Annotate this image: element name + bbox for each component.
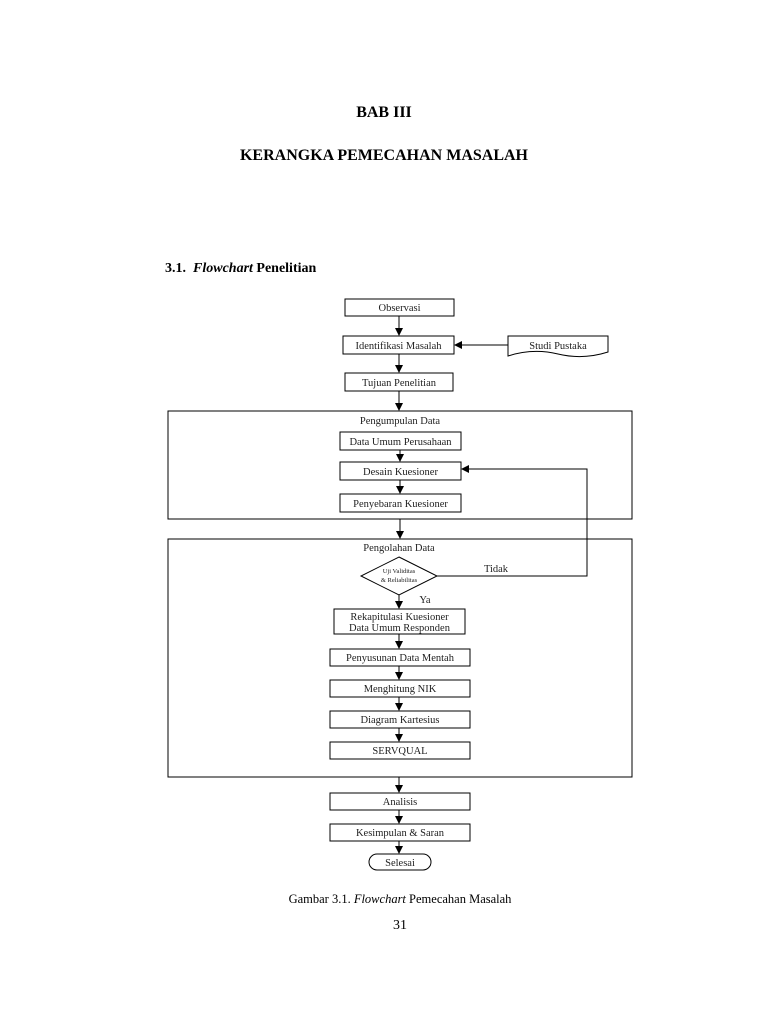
box-kesimpulan-saran xyxy=(329,823,471,842)
box-penyebaran-kuesioner xyxy=(339,493,462,513)
chapter-title: KERANGKA PEMECAHAN MASALAH xyxy=(239,147,528,164)
label-pengolahan-data: Pengolahan Data xyxy=(363,543,435,554)
label-analisis: Analisis xyxy=(383,797,417,808)
label-uji-line2: & Reliabilitas xyxy=(381,577,418,584)
label-diagram-kartesius: Diagram Kartesius xyxy=(360,715,439,726)
section-heading: 3.1. Flowchart Penelitian xyxy=(165,261,316,277)
label-ya: Ya xyxy=(419,595,431,606)
label-kesimpulan-saran: Kesimpulan & Saran xyxy=(356,828,445,839)
box-diagram-kartesius xyxy=(329,710,471,729)
figure-caption: Gambar 3.1. Flowchart Pemecahan Masalah xyxy=(0,892,768,907)
label-tidak: Tidak xyxy=(484,564,509,575)
arrow-tidak-loop xyxy=(437,465,588,577)
label-pengumpulan-data: Pengumpulan Data xyxy=(360,416,441,427)
section-title-rest: Penelitian xyxy=(256,261,317,276)
group-pengolahan-data xyxy=(167,538,633,778)
box-menghitung-nik xyxy=(329,679,471,698)
label-identifikasi-masalah: Identifikasi Masalah xyxy=(355,341,442,352)
label-rekap-line2: Data Umum Responden xyxy=(349,623,451,634)
label-selesai: Selesai xyxy=(385,858,415,869)
label-desain-kuesioner: Desain Kuesioner xyxy=(363,467,438,478)
chapter-number: BAB III xyxy=(356,104,412,121)
label-penyebaran-kuesioner: Penyebaran Kuesioner xyxy=(353,499,448,510)
doc-studi-pustaka xyxy=(507,335,609,358)
caption-prefix: Gambar 3.1. xyxy=(288,892,351,906)
box-analisis xyxy=(329,792,471,811)
diamond-uji-validitas xyxy=(359,556,439,596)
section-title-italic: Flowchart xyxy=(193,261,253,276)
caption-italic: Flowchart xyxy=(353,892,406,906)
section-number: 3.1. xyxy=(165,261,186,276)
box-penyusunan-data-mentah xyxy=(329,648,471,667)
label-servqual: SERVQUAL xyxy=(372,746,427,757)
label-rekap-line1: Rekapitulasi Kuesioner xyxy=(350,612,449,623)
terminator-selesai xyxy=(368,853,432,871)
label-studi-pustaka: Studi Pustaka xyxy=(529,341,587,352)
label-uji-line1: Uji Validitas xyxy=(383,568,416,575)
label-observasi: Observasi xyxy=(379,303,421,314)
box-servqual xyxy=(329,741,471,760)
page-number: 31 xyxy=(393,918,407,933)
label-penyusunan-data-mentah: Penyusunan Data Mentah xyxy=(346,653,455,664)
label-menghitung-nik: Menghitung NIK xyxy=(364,684,437,695)
caption-rest: Pemecahan Masalah xyxy=(409,892,512,906)
label-tujuan-penelitian: Tujuan Penelitian xyxy=(362,378,437,389)
label-data-umum-perusahaan: Data Umum Perusahaan xyxy=(349,437,452,448)
